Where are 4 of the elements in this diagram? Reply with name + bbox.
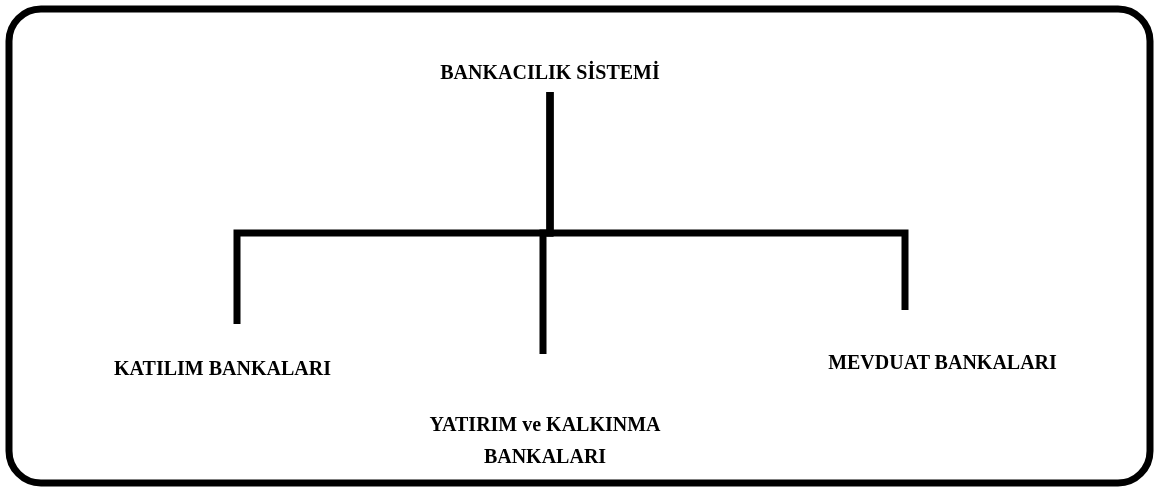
node-label: BANKACILIK SİSTEMİ <box>440 60 660 85</box>
node-label: MEVDUAT BANKALARI <box>828 350 1057 375</box>
node-label: KATILIM BANKALARI <box>114 356 331 381</box>
node-label: YATIRIM ve KALKINMA BANKALARI <box>428 412 662 469</box>
